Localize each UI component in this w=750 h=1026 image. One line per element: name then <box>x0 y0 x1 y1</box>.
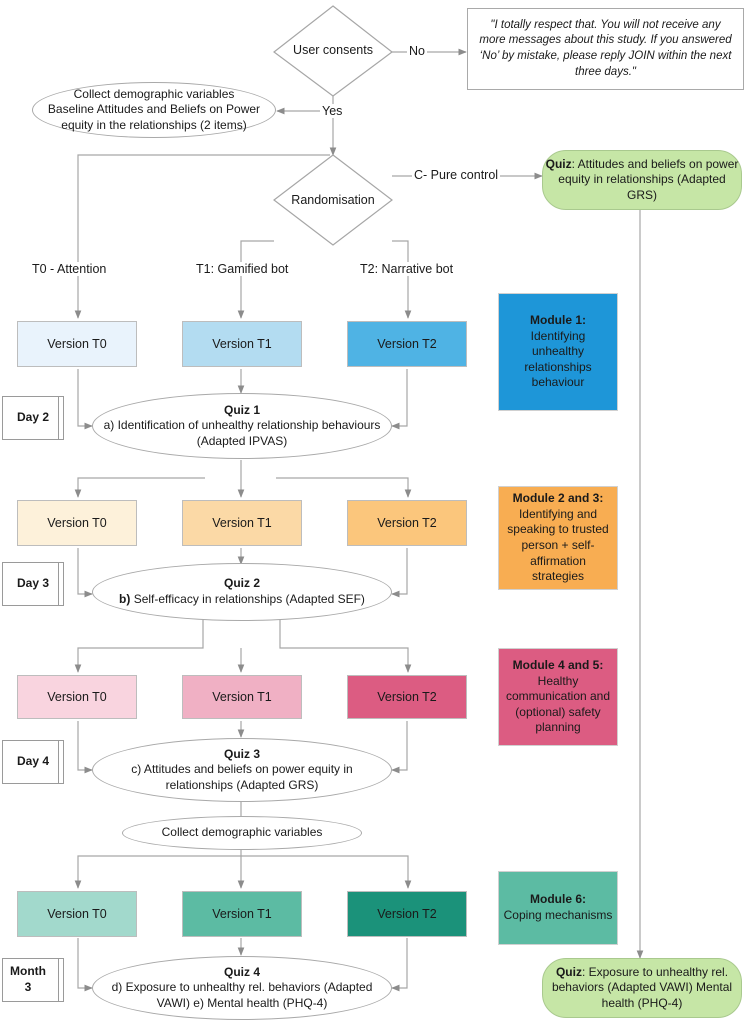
module-1: Module 1: Identifying unhealthy relation… <box>498 293 618 411</box>
module-6-text: Coping mechanisms <box>503 908 613 922</box>
collect-demographics: Collect demographic variables <box>122 816 362 850</box>
module-4-5-title: Module 4 and 5: <box>512 658 604 673</box>
control-final-text: : Exposure to unhealthy rel. behaviors (… <box>551 964 733 1010</box>
quiz-3-title: Quiz 3 <box>223 746 260 761</box>
quiz-1-title: Quiz 1 <box>223 402 260 417</box>
control-quiz-final: Quiz: Exposure to unhealthy rel. behavio… <box>542 958 742 1018</box>
version-t1: Version T1 <box>182 321 302 367</box>
control-final-title: Quiz <box>555 964 582 979</box>
edge-label-control: C- Pure control <box>412 168 501 182</box>
randomisation-diamond <box>273 154 393 246</box>
day-label: Day 3 <box>2 562 64 606</box>
version-t1: Version T1 <box>182 891 302 937</box>
consent-diamond <box>273 5 393 97</box>
version-t0: Version T0 <box>17 891 137 937</box>
module-2-3-text: Identifying and speaking to trusted pers… <box>507 506 609 584</box>
module-2-3: Module 2 and 3: Identifying and speaking… <box>498 486 618 590</box>
edge-label-t2: T2: Narrative bot <box>358 262 456 276</box>
version-t2: Version T2 <box>347 675 467 719</box>
baseline-collection: Collect demographic variables Baseline A… <box>32 82 276 138</box>
module-4-5: Module 4 and 5: Healthy communication an… <box>498 648 618 746</box>
version-t2: Version T2 <box>347 891 467 937</box>
edge-label-no: No <box>407 44 427 58</box>
day-label: Day 4 <box>2 740 64 784</box>
version-t0: Version T0 <box>17 500 137 546</box>
quiz-2: Quiz 2 b) Self-efficacy in relationships… <box>92 563 392 621</box>
quiz-3-text: c) Attitudes and beliefs on power equity… <box>131 762 353 792</box>
module-6: Module 6: Coping mechanisms <box>498 871 618 945</box>
quiz-1-text: a) Identification of unhealthy relations… <box>103 418 381 448</box>
control-quiz-top: Quiz: Attitudes and beliefs on power equ… <box>542 150 742 210</box>
version-t1: Version T1 <box>182 500 302 546</box>
control-quiz-text: : Attitudes and beliefs on power equity … <box>558 156 739 202</box>
control-quiz-title: Quiz <box>545 156 572 171</box>
randomisation-label: Randomisation <box>291 193 375 207</box>
quiz-3: Quiz 3 c) Attitudes and beliefs on power… <box>92 738 392 802</box>
edge-label-t1: T1: Gamified bot <box>194 262 291 276</box>
quiz-4: Quiz 4 d) Exposure to unhealthy rel. beh… <box>92 956 392 1020</box>
baseline-line1: Collect demographic variables <box>73 86 235 101</box>
version-t1: Version T1 <box>182 675 302 719</box>
consent-label: User consents <box>293 43 373 57</box>
quiz-1: Quiz 1 a) Identification of unhealthy re… <box>92 393 392 459</box>
edge-label-yes: Yes <box>320 104 345 118</box>
module-4-5-text: Healthy communication and (optional) saf… <box>505 673 611 735</box>
version-t2: Version T2 <box>347 500 467 546</box>
day-label: Day 2 <box>2 396 64 440</box>
optout-message: "I totally respect that. You will not re… <box>467 8 744 90</box>
module-2-3-title: Module 2 and 3: <box>512 491 604 506</box>
quiz-2-title: Quiz 2 <box>223 576 260 591</box>
version-t2: Version T2 <box>347 321 467 367</box>
quiz-4-text: d) Exposure to unhealthy rel. behaviors … <box>111 980 373 1010</box>
quiz-4-title: Quiz 4 <box>223 964 260 979</box>
quiz-2-text: Self-efficacy in relationships (Adapted … <box>130 592 365 606</box>
edge-label-t0: T0 - Attention <box>30 262 109 276</box>
module-1-text: Identifying unhealthy relationships beha… <box>524 328 592 390</box>
day-label: Month 3 <box>2 958 64 1002</box>
version-t0: Version T0 <box>17 321 137 367</box>
module-6-title: Module 6: <box>530 892 586 907</box>
baseline-line2: Baseline Attitudes and Beliefs on Power … <box>47 102 261 132</box>
version-t0: Version T0 <box>17 675 137 719</box>
module-1-title: Module 1: <box>530 313 586 328</box>
quiz-2-prefix: b) <box>119 592 131 606</box>
